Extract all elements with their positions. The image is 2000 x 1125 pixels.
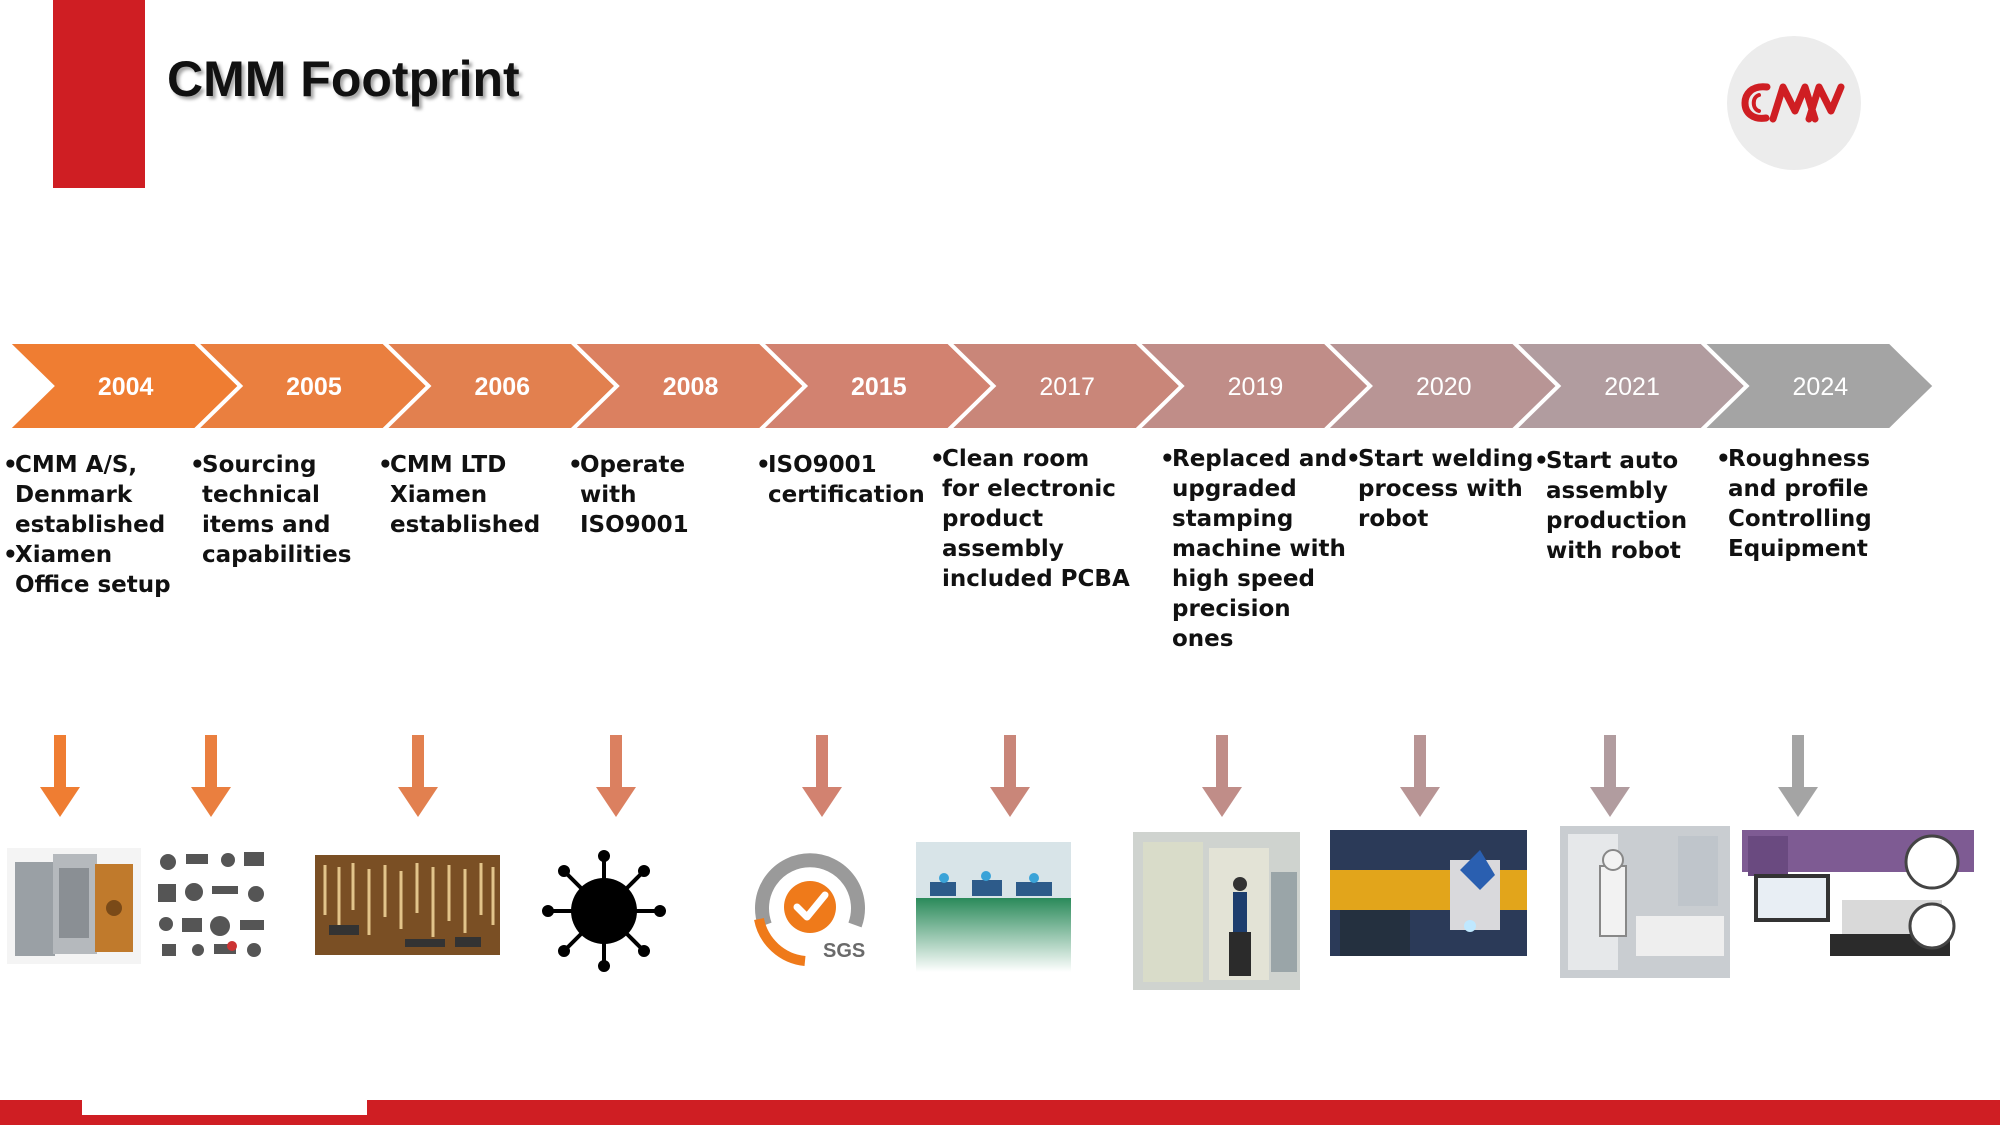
milestone-desc-2024: Roughness and profile Controlling Equipm…: [1716, 444, 1906, 564]
down-arrow-2021: [1590, 735, 1630, 817]
footer-bar-gap: [82, 1100, 367, 1115]
milestone-item: ISO9001 certification: [756, 450, 931, 510]
stamping-machine-image: [1133, 832, 1300, 990]
timeline-chevron-2006: 2006: [378, 340, 620, 432]
timeline-year-label: 2006: [474, 373, 530, 401]
timeline-chevron-2004: 2004: [2, 340, 244, 432]
down-arrow-2004: [40, 735, 80, 817]
timeline-chevrons: 2004 2005 2006 2008 2015 2017 2019 2020 2021 2024: [2, 340, 1938, 432]
timeline-year-label: 2024: [1793, 373, 1849, 401]
clean-room-image: [916, 842, 1071, 972]
mold-tooling-image: [7, 848, 141, 964]
sgs-iso-badge: SGS: [745, 845, 875, 970]
timeline-chevron-2021: 2021: [1508, 340, 1750, 432]
milestone-item: Xiamen Office setup: [3, 540, 188, 600]
roughness-tester-image: [1742, 830, 1974, 960]
timeline-year-label: 2008: [663, 373, 719, 401]
down-arrow-2015: [802, 735, 842, 817]
milestone-item: Operate with ISO9001: [568, 450, 748, 540]
milestone-item: Start auto assembly production with robo…: [1534, 446, 1709, 566]
milestone-item: Sourcing technical items and capabilitie…: [190, 450, 380, 570]
milestone-item: Roughness and profile Controlling Equipm…: [1716, 444, 1906, 564]
milestone-item: Start welding process with robot: [1346, 444, 1536, 534]
milestone-desc-2015: ISO9001 certification: [756, 450, 931, 510]
timeline-year-label: 2021: [1604, 373, 1660, 401]
milestone-desc-2004: CMM A/S, Denmark establishedXiamen Offic…: [3, 450, 188, 600]
down-arrow-2019: [1202, 735, 1242, 817]
milestone-desc-2006: CMM LTD Xiamen established: [378, 450, 540, 540]
timeline-year-label: 2015: [851, 373, 907, 401]
milestone-desc-2017: Clean room for electronic product assemb…: [930, 444, 1130, 594]
timeline-year-label: 2019: [1228, 373, 1284, 401]
milestone-desc-2019: Replaced and upgraded stamping machine w…: [1160, 444, 1350, 654]
milestone-desc-2020: Start welding process with robot: [1346, 444, 1536, 534]
milestone-desc-2005: Sourcing technical items and capabilitie…: [190, 450, 380, 570]
timeline-chevron-2024: 2024: [1696, 340, 1938, 432]
timeline-year-label: 2017: [1039, 373, 1095, 401]
down-arrow-2006: [398, 735, 438, 817]
milestone-item: CMM LTD Xiamen established: [378, 450, 540, 540]
assorted-parts-image: [148, 842, 276, 962]
down-arrow-2024: [1778, 735, 1818, 817]
milestone-desc-2021: Start auto assembly production with robo…: [1534, 446, 1709, 566]
down-arrow-2008: [596, 735, 636, 817]
timeline-chevron-2020: 2020: [1320, 340, 1562, 432]
timeline-year-label: 2020: [1416, 373, 1472, 401]
down-arrow-2020: [1400, 735, 1440, 817]
down-arrow-2017: [990, 735, 1030, 817]
tool-wall-image: [315, 855, 500, 955]
down-arrow-2005: [191, 735, 231, 817]
cmm-logo: [1727, 36, 1861, 170]
milestone-item: CMM A/S, Denmark established: [3, 450, 188, 540]
timeline-year-label: 2004: [98, 373, 154, 401]
assembly-robot-image: [1560, 826, 1730, 978]
cmm-logo-mark-icon: [1741, 83, 1845, 123]
sgs-label: SGS: [823, 940, 865, 962]
milestone-desc-2008: Operate with ISO9001: [568, 450, 748, 540]
timeline-year-label: 2005: [286, 373, 342, 401]
globe-people-image: [540, 848, 668, 974]
welding-robot-image: [1330, 830, 1527, 956]
header-accent-bar: [53, 0, 145, 188]
milestone-item: Clean room for electronic product assemb…: [930, 444, 1130, 594]
milestone-item: Replaced and upgraded stamping machine w…: [1160, 444, 1350, 654]
page-title: CMM Footprint: [167, 51, 520, 107]
